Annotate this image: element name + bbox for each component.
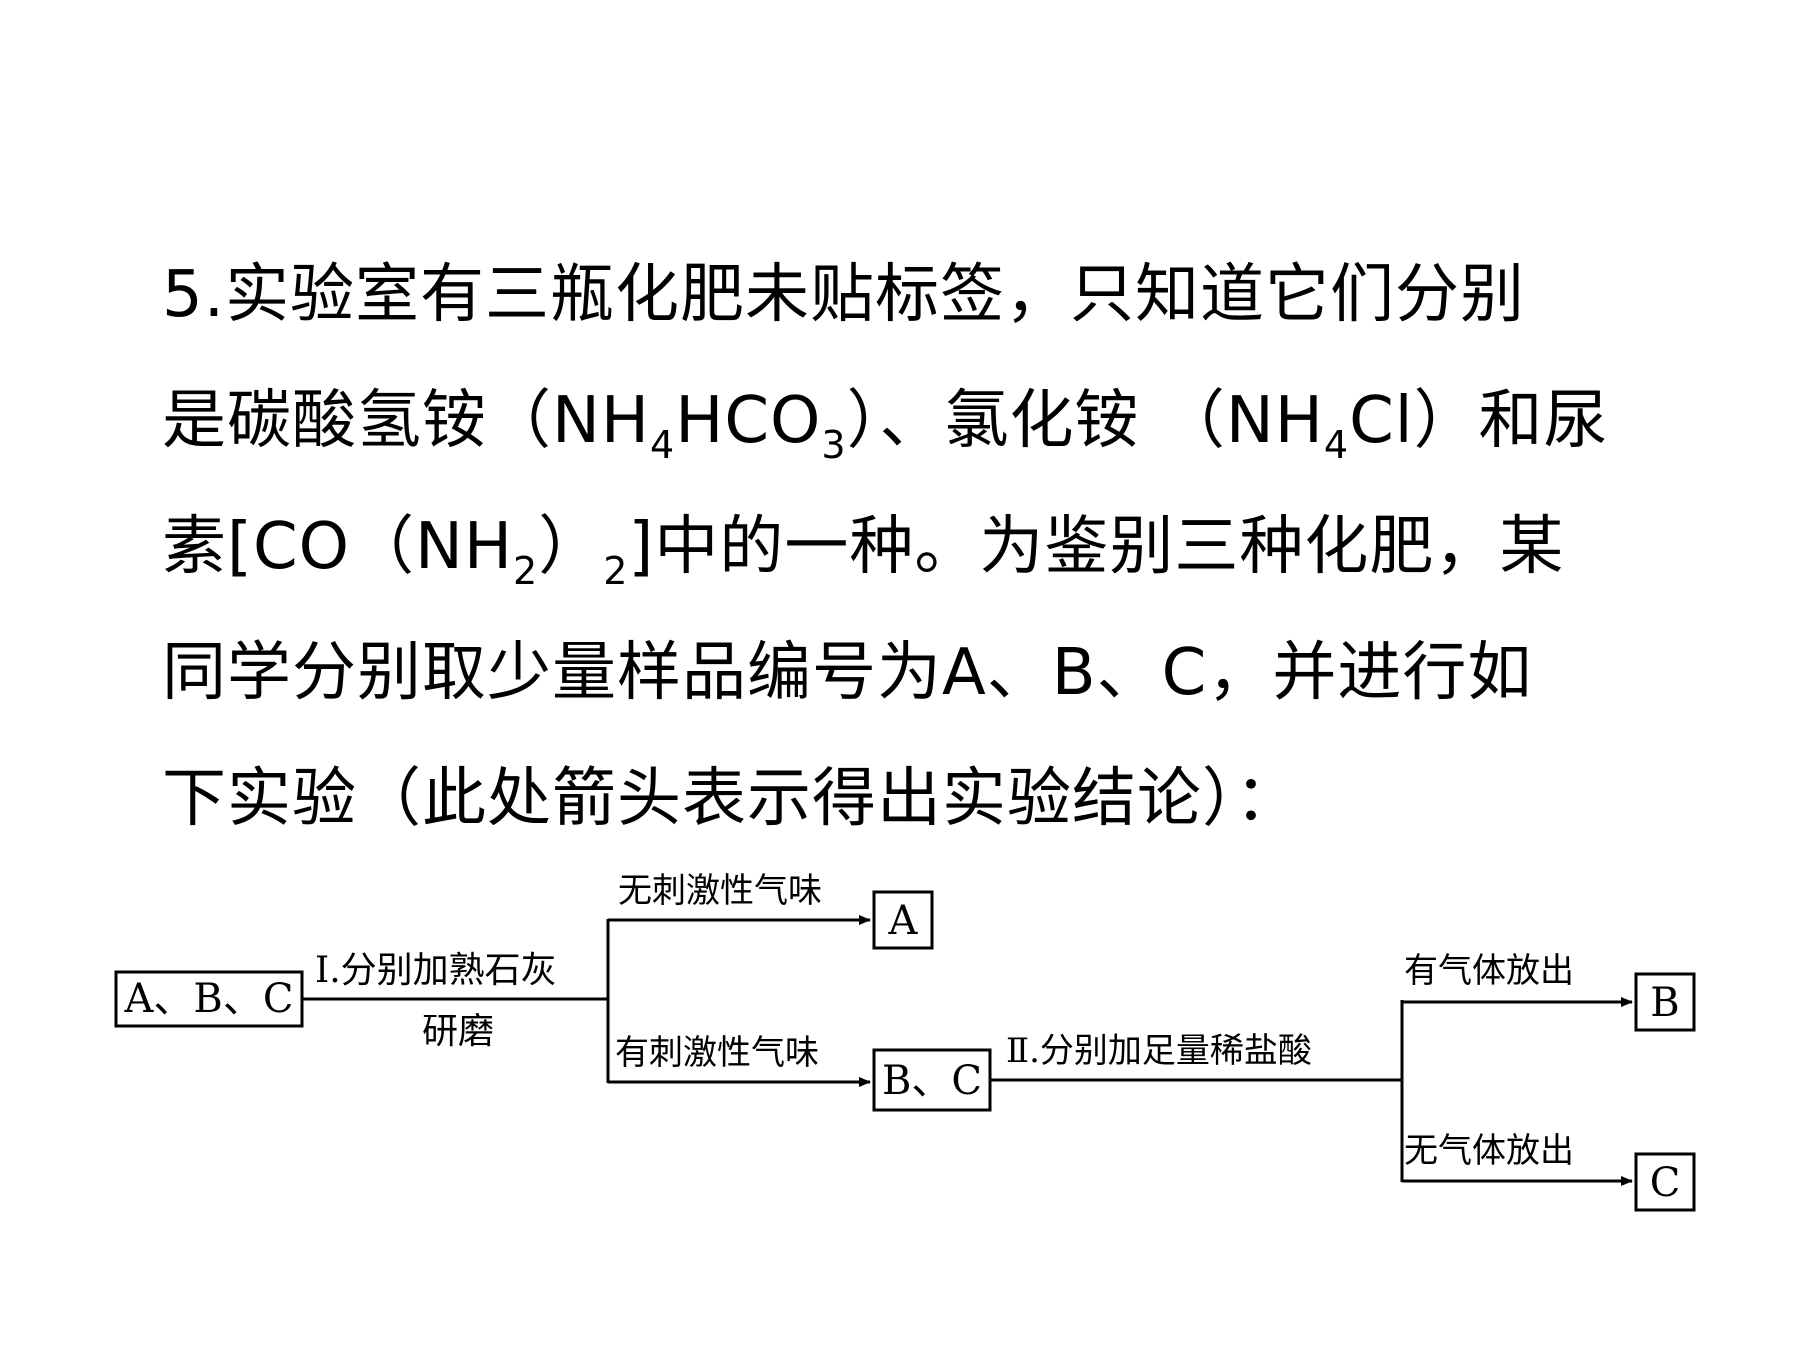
subscript-4: 4 bbox=[650, 423, 676, 467]
question-line-3-part-b: ） bbox=[538, 510, 604, 584]
step1-sublabel: 研磨 bbox=[422, 1011, 494, 1052]
question-number: 5. bbox=[162, 258, 226, 332]
branch-no-gas-label: 无气体放出 bbox=[1404, 1131, 1574, 1171]
question-line-2: 是碳酸氢铵（NH4HCO3）、氯化铵 （NH4Cl）和尿 bbox=[162, 358, 1662, 484]
result-a-label: A bbox=[888, 898, 919, 944]
question-line-3-part-a: 素[CO（NH bbox=[162, 510, 514, 584]
question-line-2-part-d: Cl）和尿 bbox=[1349, 384, 1609, 458]
question-line-2-part-c: ）、氯化铵 （NH bbox=[846, 384, 1324, 458]
result-b-label: B bbox=[1650, 980, 1679, 1026]
question-line-1: 5.实验室有三瓶化肥未贴标签，只知道它们分别 bbox=[162, 232, 1662, 358]
question-line-3-part-c: ]中的一种。为鉴别三种化肥，某 bbox=[628, 510, 1565, 584]
start-box-label: A、B、C bbox=[124, 976, 294, 1022]
question-line-3: 素[CO（NH2）2]中的一种。为鉴别三种化肥，某 bbox=[162, 484, 1662, 610]
question-line-2-part-a: 是碳酸氢铵（NH bbox=[162, 384, 650, 458]
result-c-label: C bbox=[1650, 1160, 1681, 1206]
branch-no-smell-label: 无刺激性气味 bbox=[618, 871, 822, 911]
branch-gas-label: 有气体放出 bbox=[1404, 951, 1574, 991]
question-line-5: 下实验（此处箭头表示得出实验结论）： bbox=[162, 762, 1300, 836]
step2-label: Ⅱ.分别加足量稀盐酸 bbox=[1006, 1031, 1312, 1071]
result-box-c bbox=[1634, 1152, 1696, 1212]
result-box-a bbox=[872, 890, 934, 950]
subscript-2b: 2 bbox=[603, 549, 629, 593]
question-line-1-text: 实验室有三瓶化肥未贴标签，只知道它们分别 bbox=[225, 258, 1526, 332]
step1-label: Ⅰ.分别加熟石灰 bbox=[315, 950, 557, 991]
subscript-3: 3 bbox=[821, 423, 847, 467]
question-line-2-part-b: HCO bbox=[675, 384, 822, 458]
question-line-4: 同学分别取少量样品编号为A、B、C，并进行如 bbox=[162, 636, 1533, 710]
result-bc-label: B、C bbox=[882, 1058, 982, 1104]
subscript-4b: 4 bbox=[1323, 423, 1350, 467]
question-text: 5.实验室有三瓶化肥未贴标签，只知道它们分别 是碳酸氢铵（NH4HCO3）、氯化… bbox=[162, 232, 1662, 862]
result-box-b bbox=[1634, 972, 1696, 1032]
branch-smell-label: 有刺激性气味 bbox=[615, 1033, 819, 1073]
subscript-2: 2 bbox=[513, 549, 539, 593]
